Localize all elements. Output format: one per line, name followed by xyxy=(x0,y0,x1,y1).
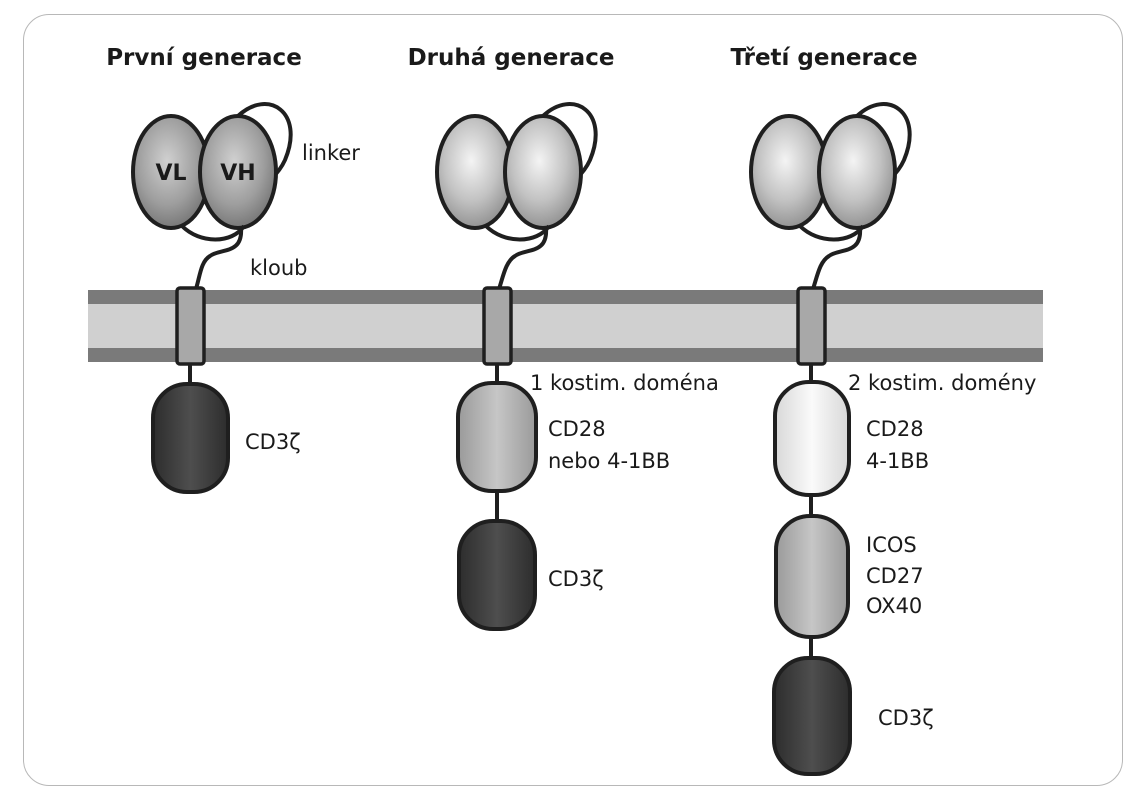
transmembrane-segment xyxy=(796,286,827,366)
costim-domain-label-line-2: nebo 4-1BB xyxy=(548,449,670,473)
membrane-inner-band xyxy=(88,304,1043,348)
generation-2: Druhá generace 1 kostim. doména CD28 neb… xyxy=(408,45,719,631)
cd3-zeta-label: CD3ζ xyxy=(245,430,301,454)
costim-domain-2-label-line-1: ICOS xyxy=(866,533,917,557)
generation-3: Třetí generace 2 kostim. domény CD28 4-1… xyxy=(730,45,1036,776)
generation-title: Třetí generace xyxy=(730,45,917,71)
vh-domain xyxy=(198,114,278,230)
costim-domain-1-label-line-2: 4-1BB xyxy=(866,449,929,473)
hinge-region xyxy=(193,227,244,293)
cd3-zeta-domain xyxy=(772,656,852,776)
cell-membrane xyxy=(88,290,1043,362)
costim-domain-2-label-line-3: OX40 xyxy=(866,594,922,618)
costim-domain xyxy=(456,381,538,493)
cd3-zeta-label: CD3ζ xyxy=(878,706,934,730)
hinge-label: kloub xyxy=(250,256,307,280)
transmembrane-segment xyxy=(175,286,206,366)
generation-title: Druhá generace xyxy=(408,45,615,71)
costim-domain-2 xyxy=(774,514,850,639)
vl-domain xyxy=(749,114,829,230)
costim-label: 2 kostim. domény xyxy=(848,371,1036,395)
cd3-zeta-domain xyxy=(457,519,537,631)
costim-domain-2-label-line-2: CD27 xyxy=(866,564,924,588)
hinge-region xyxy=(810,227,863,293)
transmembrane-segment xyxy=(482,286,513,366)
cd3-zeta-label: CD3ζ xyxy=(548,567,604,591)
vl-label: VL xyxy=(155,161,186,186)
costim-label: 1 kostim. doména xyxy=(530,371,719,395)
costim-domain-1 xyxy=(773,380,851,497)
vh-domain xyxy=(817,114,897,230)
generation-1: První generace VL VH linker kloub CD3ζ xyxy=(106,45,360,494)
costim-domain-label-line-1: CD28 xyxy=(548,417,606,441)
vh-domain xyxy=(503,114,583,230)
generation-title: První generace xyxy=(106,45,302,71)
linker-label: linker xyxy=(302,141,360,165)
vl-domain xyxy=(435,114,515,230)
cd3-zeta-domain xyxy=(151,382,230,494)
vh-label: VH xyxy=(220,161,255,186)
hinge-region xyxy=(496,227,549,293)
costim-domain-1-label-line-1: CD28 xyxy=(866,417,924,441)
